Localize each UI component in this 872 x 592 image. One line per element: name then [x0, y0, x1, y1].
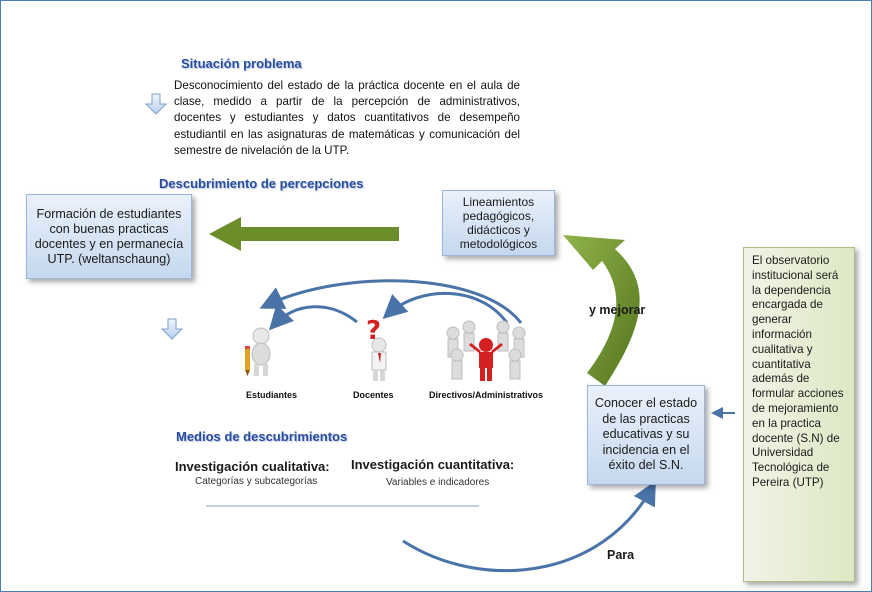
label-estudiantes: Estudiantes — [246, 390, 298, 400]
box-observatorio-text: El observatorio institucional será la de… — [752, 254, 844, 489]
method-cualitativa-title: Investigación cualitativa: — [175, 459, 330, 474]
label-docentes: Docentes — [353, 390, 394, 400]
box-conocer: Conocer el estado de las practicas educa… — [587, 385, 705, 485]
directivos-figure — [446, 320, 526, 381]
heading-situacion: Situación problema — [181, 56, 302, 71]
heading-medios: Medios de descubrimientos — [176, 429, 348, 444]
box-conocer-text: Conocer el estado de las practicas educa… — [594, 396, 698, 473]
box-lineamientos: Lineamientos pedagógicos, didácticos y m… — [442, 190, 555, 256]
method-cuantitativa-sub: Variables e indicadores — [386, 477, 490, 488]
method-cuantitativa-title: Investigación cuantitativa: — [351, 457, 515, 472]
down-arrow-icon — [160, 318, 184, 340]
method-cualitativa-sub: Categorías y subcategorías — [195, 476, 318, 487]
problem-text: Desconocimiento del estado de la práctic… — [174, 79, 520, 157]
green-left-arrow — [209, 217, 399, 251]
box-formacion: Formación de estudiantes con buenas prac… — [26, 194, 192, 279]
box-formacion-text: Formación de estudiantes con buenas prac… — [34, 206, 184, 266]
blue-curve-arrow — [402, 480, 656, 573]
teacher-figure: ? — [366, 317, 387, 381]
box-observatorio: El observatorio institucional será la de… — [743, 247, 855, 582]
box-lineamientos-text: Lineamientos pedagógicos, didácticos y m… — [459, 195, 538, 251]
label-directivos: Directivos/Administrativos — [429, 390, 544, 400]
student-figure — [245, 327, 271, 376]
label-mejorar: y mejorar — [589, 303, 646, 317]
blue-arc-arrow — [268, 304, 358, 331]
heading-descubrimiento: Descubrimiento de percepciones — [159, 176, 364, 191]
blue-arc-arrow — [259, 279, 523, 324]
green-curved-arrow — [563, 235, 640, 386]
down-arrow-icon — [144, 93, 168, 115]
blue-arc-arrow — [382, 291, 509, 324]
label-para: Para — [607, 548, 635, 562]
